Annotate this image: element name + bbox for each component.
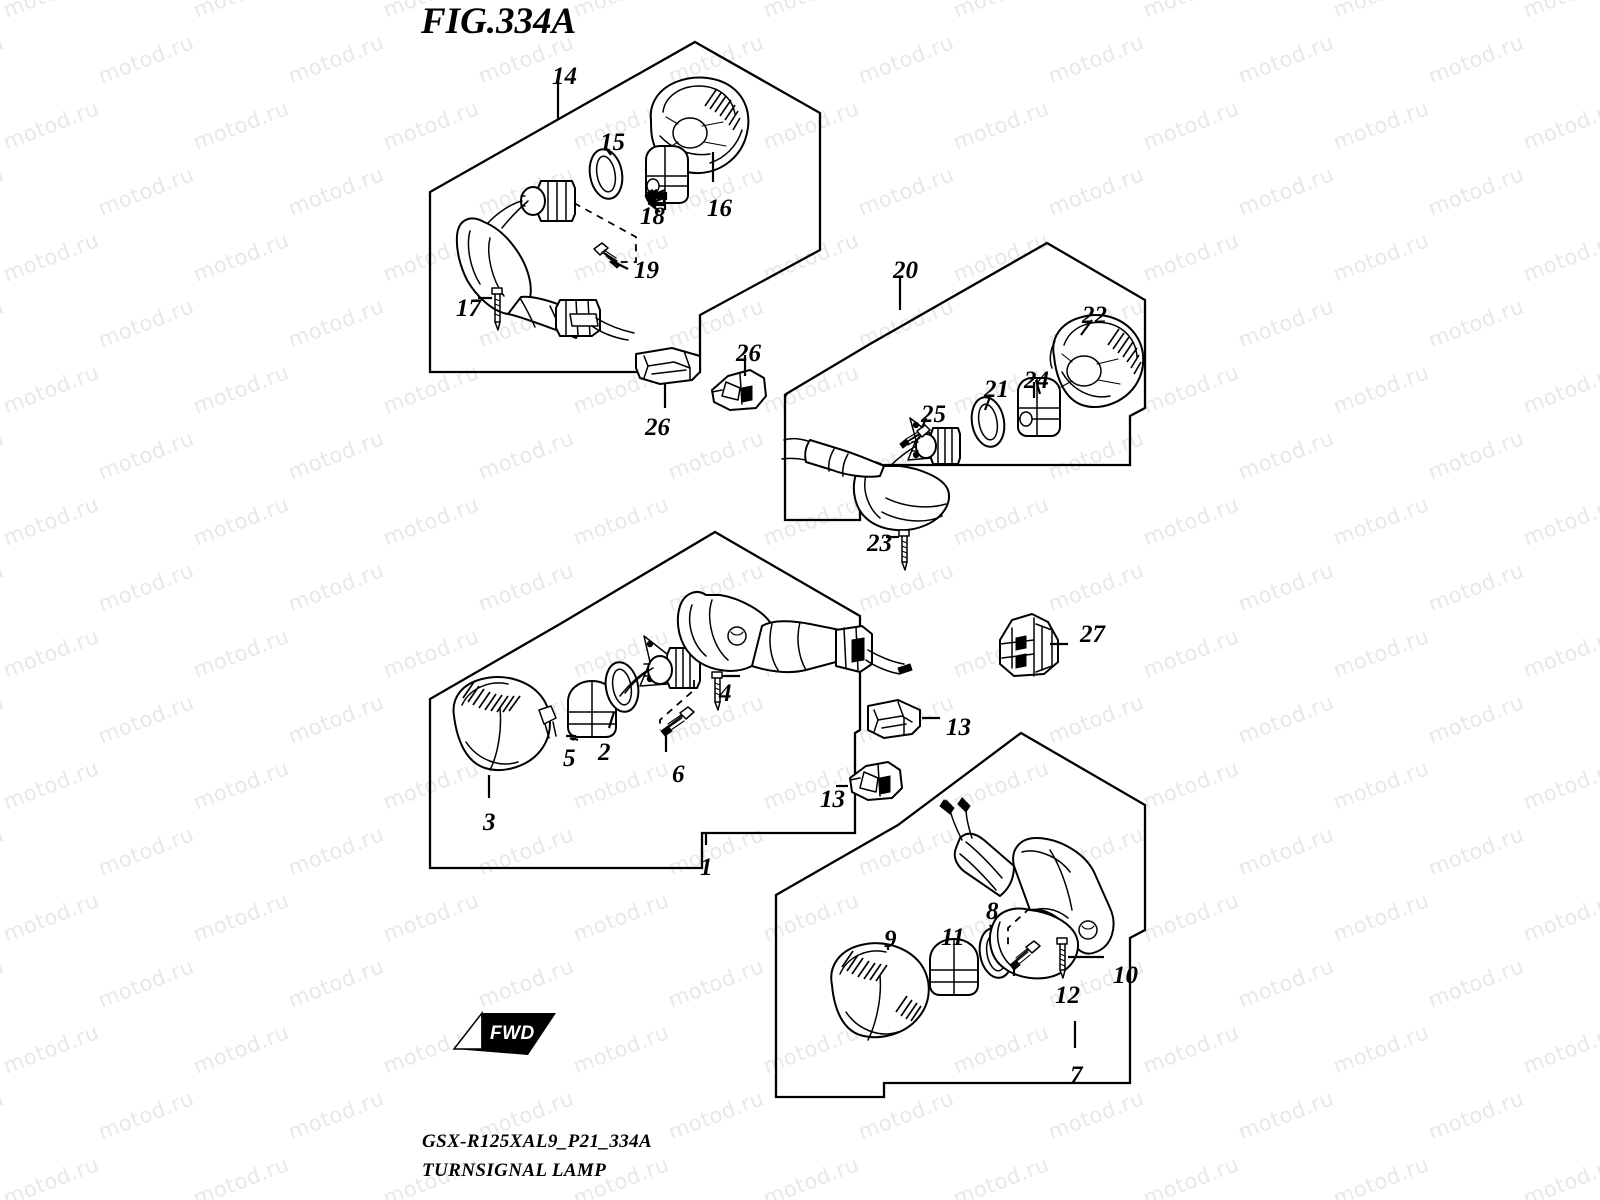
group-outline-7 bbox=[774, 731, 1147, 1099]
part-1-socket bbox=[619, 635, 701, 697]
callout-number-26: 26 bbox=[736, 340, 761, 367]
callout-number-1: 1 bbox=[700, 854, 713, 881]
part-12-screw bbox=[1009, 940, 1041, 971]
part-23-screw bbox=[898, 529, 910, 571]
callout-number-12: 12 bbox=[1055, 982, 1080, 1009]
part-6-screw bbox=[660, 706, 695, 737]
caption-name: TURNSIGNAL LAMP bbox=[422, 1160, 607, 1181]
leader-5 bbox=[566, 734, 572, 738]
callout-number-22: 22 bbox=[1082, 302, 1107, 329]
caption-code: GSX-R125XAL9_P21_334A bbox=[422, 1131, 653, 1152]
callout-number-15: 15 bbox=[600, 129, 625, 156]
callout-number-6: 6 bbox=[672, 761, 685, 788]
part-9-lens bbox=[830, 942, 930, 1041]
callout-number-25: 25 bbox=[921, 401, 946, 428]
part-27-clip bbox=[999, 613, 1059, 677]
callout-number-5: 5 bbox=[563, 745, 576, 772]
part-14-bracket-body bbox=[455, 217, 635, 341]
callout-number-20: 20 bbox=[893, 257, 918, 284]
part-14-socket-cable bbox=[486, 180, 576, 229]
group-outline-1 bbox=[428, 530, 862, 870]
part-22-lens bbox=[1049, 314, 1145, 408]
part-24-bulb bbox=[1017, 377, 1061, 437]
part-17-screw bbox=[491, 287, 503, 331]
part-3-lens bbox=[452, 675, 557, 771]
callout-number-18: 18 bbox=[640, 203, 665, 230]
callout-number-4: 4 bbox=[719, 680, 732, 707]
callout-number-13: 13 bbox=[820, 786, 845, 813]
part-20-socket bbox=[887, 417, 961, 469]
callout-number-21: 21 bbox=[984, 376, 1009, 403]
fwd-orientation-marker: FWD bbox=[452, 1005, 564, 1063]
callout-number-16: 16 bbox=[707, 195, 732, 222]
part-26b-clip bbox=[711, 369, 767, 411]
part-7-body bbox=[939, 797, 1115, 980]
part-20-body bbox=[781, 437, 950, 532]
part-4-screw bbox=[711, 671, 723, 711]
part-15-o-ring bbox=[588, 148, 624, 200]
callout-number-24: 24 bbox=[1024, 367, 1049, 394]
callout-number-8: 8 bbox=[986, 898, 999, 925]
part-11-bulb bbox=[929, 938, 979, 996]
callout-number-27: 27 bbox=[1080, 621, 1105, 648]
callout-number-3: 3 bbox=[483, 809, 496, 836]
callout-number-17: 17 bbox=[456, 295, 481, 322]
figure-title: FIG.334A bbox=[421, 1, 577, 42]
fwd-label: FWD bbox=[490, 1023, 535, 1044]
part-21-o-ring bbox=[970, 396, 1006, 448]
callout-number-13: 13 bbox=[946, 714, 971, 741]
callout-number-7: 7 bbox=[1070, 1062, 1083, 1089]
callout-number-23: 23 bbox=[867, 530, 892, 557]
part-10-screw bbox=[1056, 937, 1068, 979]
callout-number-14: 14 bbox=[552, 63, 577, 90]
callout-number-19: 19 bbox=[634, 257, 659, 284]
group-outline-20 bbox=[783, 241, 1147, 522]
part-26a-clip bbox=[635, 347, 701, 385]
part-13b-clip bbox=[849, 761, 903, 801]
callout-number-26: 26 bbox=[645, 414, 670, 441]
part-13a-clip bbox=[867, 699, 921, 739]
callout-number-11: 11 bbox=[941, 924, 965, 951]
callout-number-2: 2 bbox=[598, 739, 611, 766]
callout-number-10: 10 bbox=[1113, 962, 1138, 989]
part-1-body bbox=[676, 591, 913, 675]
callout-number-9: 9 bbox=[884, 926, 897, 953]
